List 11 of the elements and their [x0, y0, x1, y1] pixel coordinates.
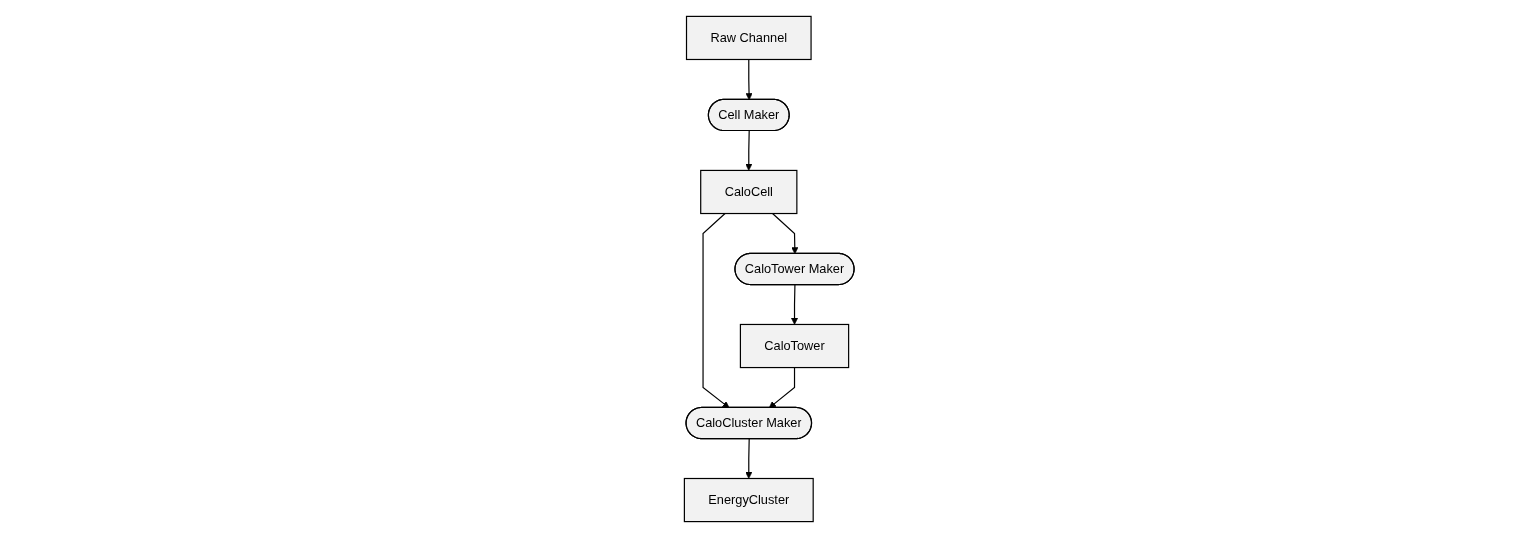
node-box: CaloCell [700, 169, 798, 215]
node-box: EnergyCluster [684, 477, 815, 523]
arrow [745, 58, 753, 101]
arrow [702, 212, 730, 409]
arrow [772, 212, 799, 255]
arrow [745, 438, 753, 479]
arrow [769, 366, 796, 409]
node-box: CaloTower [740, 323, 850, 369]
arrow [745, 130, 753, 171]
arrow [791, 284, 799, 325]
node-box: Raw Channel [686, 15, 812, 61]
